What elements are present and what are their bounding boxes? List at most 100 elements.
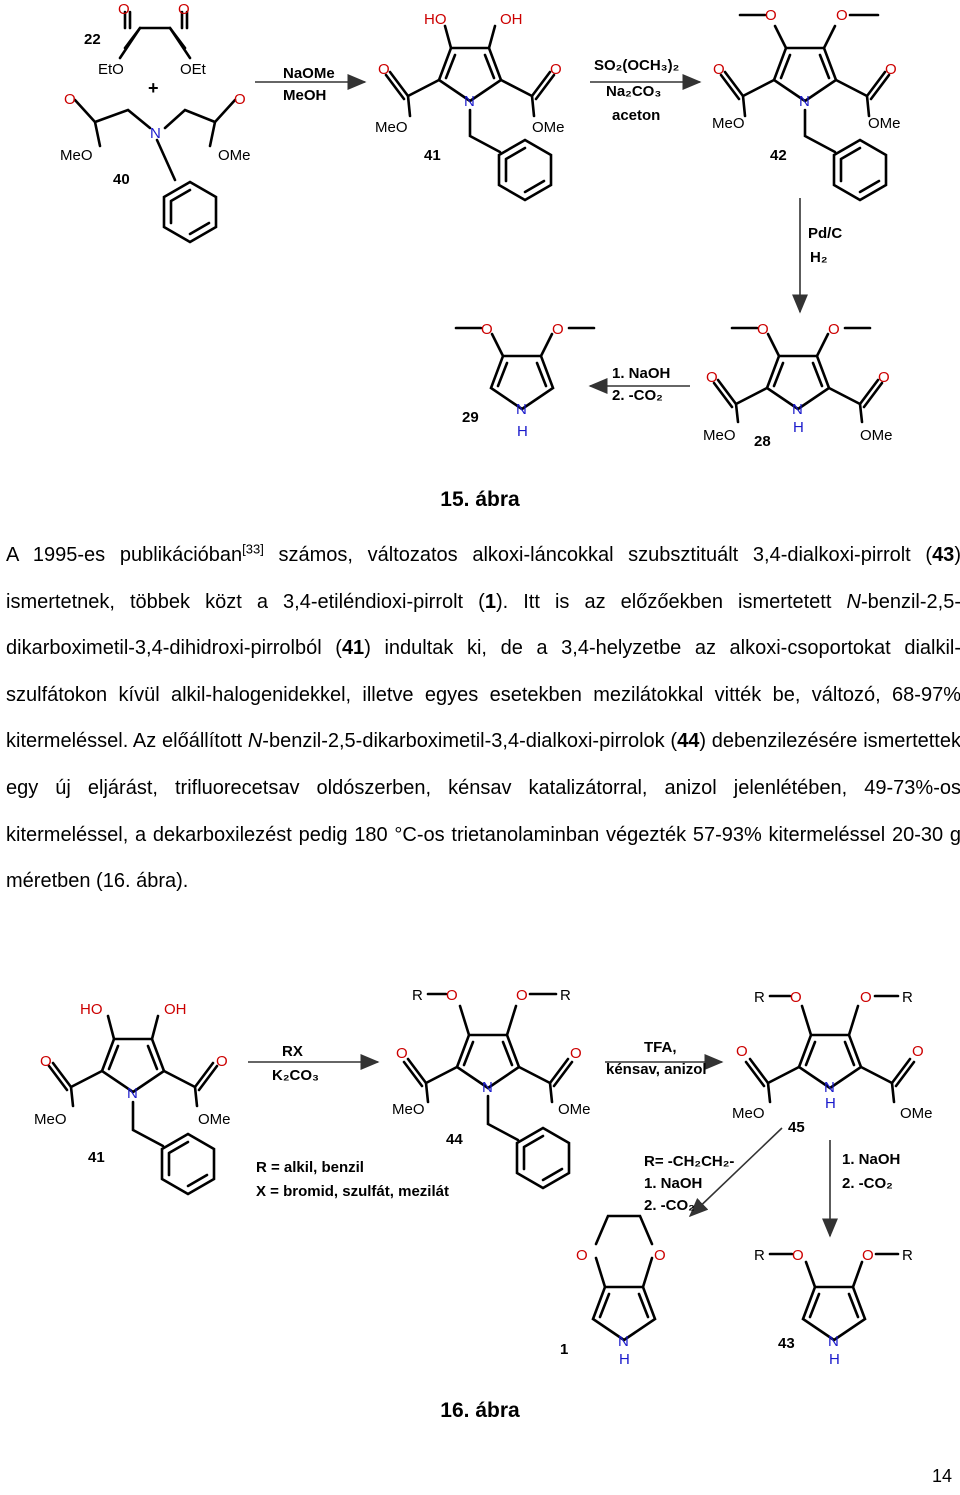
svg-text:2. -CO₂: 2. -CO₂ bbox=[644, 1197, 695, 1214]
svg-text:O: O bbox=[552, 321, 564, 338]
svg-text:NaOMe: NaOMe bbox=[283, 65, 335, 82]
reference-33[interactable]: [33] bbox=[242, 541, 264, 557]
svg-text:1. NaOH: 1. NaOH bbox=[842, 1151, 900, 1168]
svg-text:R: R bbox=[902, 1247, 913, 1264]
svg-text:N: N bbox=[799, 93, 810, 110]
svg-text:1. NaOH: 1. NaOH bbox=[644, 1175, 702, 1192]
svg-text:MeO: MeO bbox=[703, 427, 736, 444]
compound-43: R O O R N H 43 bbox=[754, 1247, 913, 1368]
svg-text:42: 42 bbox=[770, 147, 787, 164]
compound-28: O O O O MeO OMe N H 28 bbox=[703, 321, 893, 450]
svg-text:R = alkil, benzil: R = alkil, benzil bbox=[256, 1159, 364, 1176]
svg-text:OMe: OMe bbox=[860, 427, 893, 444]
svg-text:H: H bbox=[829, 1351, 840, 1368]
svg-text:O: O bbox=[713, 61, 725, 78]
compound-42: O O O O MeO OMe N 42 bbox=[712, 7, 901, 202]
svg-text:HO: HO bbox=[424, 11, 447, 28]
svg-text:N: N bbox=[464, 93, 475, 110]
svg-text:O: O bbox=[912, 1043, 924, 1060]
svg-text:O: O bbox=[446, 987, 458, 1004]
svg-text:H₂: H₂ bbox=[810, 249, 828, 266]
svg-text:MeO: MeO bbox=[712, 115, 745, 132]
svg-text:TFA,: TFA, bbox=[644, 1039, 677, 1056]
svg-text:O: O bbox=[378, 61, 390, 78]
svg-text:O: O bbox=[216, 1053, 228, 1070]
svg-text:MeO: MeO bbox=[375, 119, 408, 136]
svg-text:41: 41 bbox=[424, 147, 441, 164]
svg-text:MeO: MeO bbox=[34, 1111, 67, 1128]
svg-text:MeO: MeO bbox=[392, 1101, 425, 1118]
svg-text:1. NaOH: 1. NaOH bbox=[612, 365, 670, 382]
compound-45: R O O R O O MeO OMe N H 45 bbox=[732, 989, 933, 1136]
svg-text:OMe: OMe bbox=[558, 1101, 591, 1118]
svg-text:R: R bbox=[754, 989, 765, 1006]
svg-text:H: H bbox=[793, 419, 804, 436]
svg-text:N: N bbox=[792, 401, 803, 418]
svg-text:O: O bbox=[885, 61, 897, 78]
svg-text:O: O bbox=[396, 1045, 408, 1062]
svg-text:O: O bbox=[40, 1053, 52, 1070]
eto-label: EtO bbox=[98, 61, 124, 78]
svg-text:Pd/C: Pd/C bbox=[808, 225, 842, 242]
svg-text:2. -CO₂: 2. -CO₂ bbox=[842, 1175, 893, 1192]
svg-text:aceton: aceton bbox=[612, 107, 660, 124]
svg-text:OMe: OMe bbox=[218, 147, 251, 164]
body-paragraph: A 1995-es publikációban[33] számos, vált… bbox=[6, 541, 960, 893]
svg-text:O: O bbox=[576, 1247, 588, 1264]
svg-text:29: 29 bbox=[462, 409, 479, 426]
svg-text:kénsav, anizol: kénsav, anizol bbox=[606, 1061, 707, 1078]
svg-text:N: N bbox=[150, 125, 161, 142]
svg-text:O: O bbox=[234, 91, 246, 108]
svg-text:X = bromid, szulfát, mezilát: X = bromid, szulfát, mezilát bbox=[256, 1183, 449, 1200]
svg-text:N: N bbox=[516, 401, 527, 418]
svg-text:R= -CH₂CH₂-: R= -CH₂CH₂- bbox=[644, 1153, 734, 1170]
svg-text:O: O bbox=[706, 369, 718, 386]
svg-text:44: 44 bbox=[446, 1131, 463, 1148]
svg-text:R: R bbox=[560, 987, 571, 1004]
svg-text:SO₂(OCH₃)₂: SO₂(OCH₃)₂ bbox=[594, 57, 679, 74]
svg-text:O: O bbox=[654, 1247, 666, 1264]
svg-text:K₂CO₃: K₂CO₃ bbox=[272, 1067, 319, 1084]
svg-text:O: O bbox=[862, 1247, 874, 1264]
page-number: 14 bbox=[931, 1466, 952, 1486]
svg-text:H: H bbox=[517, 423, 528, 440]
svg-text:N: N bbox=[824, 1079, 835, 1096]
svg-text:41: 41 bbox=[88, 1149, 105, 1166]
svg-text:MeOH: MeOH bbox=[283, 87, 326, 104]
svg-text:OMe: OMe bbox=[198, 1111, 231, 1128]
svg-text:O: O bbox=[765, 7, 777, 24]
svg-text:N: N bbox=[127, 1085, 138, 1102]
svg-text:O: O bbox=[118, 1, 130, 18]
svg-text:O: O bbox=[860, 989, 872, 1006]
svg-text:N: N bbox=[482, 1079, 493, 1096]
svg-text:H: H bbox=[619, 1351, 630, 1368]
svg-text:Na₂CO₃: Na₂CO₃ bbox=[606, 83, 661, 100]
svg-text:O: O bbox=[570, 1045, 582, 1062]
svg-text:+: + bbox=[148, 78, 159, 98]
compound-41: HO OH O O MeO OMe N 41 bbox=[34, 1001, 231, 1196]
svg-text:43: 43 bbox=[778, 1335, 795, 1352]
scheme-16: HO OH O O MeO OMe N 41 RX K₂CO₃ R = alki… bbox=[34, 987, 933, 1368]
figure-caption-16: 16. ábra bbox=[440, 1399, 520, 1422]
svg-text:45: 45 bbox=[788, 1119, 805, 1136]
compound-1: O O N H 1 bbox=[560, 1214, 666, 1368]
svg-text:O: O bbox=[757, 321, 769, 338]
svg-text:MeO: MeO bbox=[60, 147, 93, 164]
oet-label: OEt bbox=[180, 61, 207, 78]
svg-text:R: R bbox=[902, 989, 913, 1006]
figure-caption-15: 15. ábra bbox=[440, 488, 520, 511]
svg-text:OH: OH bbox=[164, 1001, 187, 1018]
svg-text:2. -CO₂: 2. -CO₂ bbox=[612, 387, 663, 404]
svg-text:RX: RX bbox=[282, 1043, 303, 1060]
scheme-15: O O EtO OEt 22 + O O N MeO OMe 40 NaOMe … bbox=[60, 1, 901, 450]
svg-text:O: O bbox=[736, 1043, 748, 1060]
svg-text:O: O bbox=[550, 61, 562, 78]
compound-22: O O EtO OEt 22 + bbox=[84, 1, 207, 98]
svg-text:H: H bbox=[825, 1095, 836, 1112]
svg-text:OMe: OMe bbox=[900, 1105, 933, 1122]
compound-number: 22 bbox=[84, 31, 101, 48]
svg-text:1: 1 bbox=[560, 1341, 568, 1358]
svg-text:O: O bbox=[828, 321, 840, 338]
svg-text:O: O bbox=[64, 91, 76, 108]
svg-text:R: R bbox=[754, 1247, 765, 1264]
